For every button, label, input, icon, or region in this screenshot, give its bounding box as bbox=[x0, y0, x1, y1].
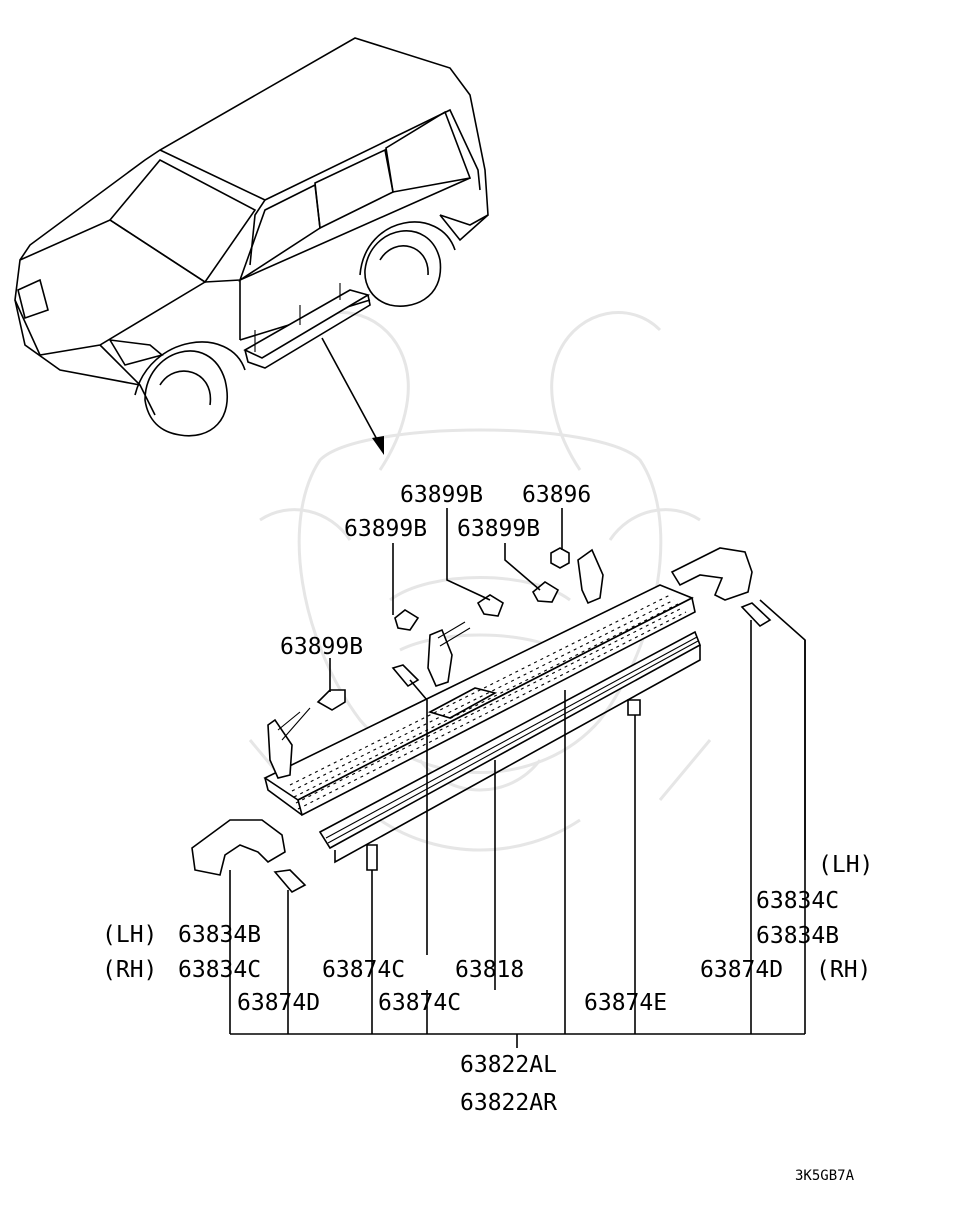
label-rh-left: (RH) bbox=[102, 957, 157, 983]
part-labels: 63899B 63896 63899B 63899B 63899B (LH) 6… bbox=[102, 482, 873, 1184]
end-cap-front bbox=[670, 547, 753, 601]
label-63899b-top: 63899B bbox=[400, 482, 483, 508]
label-63822al: 63822AL bbox=[460, 1052, 557, 1078]
label-63899b-right: 63899B bbox=[457, 516, 540, 542]
label-63874c-a: 63874C bbox=[322, 957, 405, 983]
label-63874d-right: 63874D bbox=[700, 957, 783, 983]
label-63874d-left: 63874D bbox=[237, 990, 320, 1016]
fasteners bbox=[273, 547, 772, 894]
label-63899b-left: 63899B bbox=[344, 516, 427, 542]
label-63818: 63818 bbox=[455, 957, 524, 983]
pointer-arrow bbox=[321, 337, 384, 455]
side-step-assembly bbox=[191, 547, 772, 894]
label-lh-left: (LH) bbox=[102, 922, 157, 948]
end-cap-rear bbox=[191, 819, 286, 876]
vehicle-illustration bbox=[14, 37, 489, 437]
label-63896: 63896 bbox=[522, 482, 591, 508]
label-63834c-left: 63834C bbox=[178, 957, 261, 983]
label-63834c-right: 63834C bbox=[756, 888, 839, 914]
label-63834b-left: 63834B bbox=[178, 922, 261, 948]
bracket-rear bbox=[267, 718, 293, 779]
leader-lines bbox=[229, 508, 806, 1048]
bracket-front bbox=[577, 548, 604, 605]
label-63874e: 63874E bbox=[584, 990, 667, 1016]
label-rh-right: (RH) bbox=[816, 957, 871, 983]
diagram-reference-code: 3K5GB7A bbox=[795, 1168, 855, 1184]
bracket-mid bbox=[427, 628, 453, 687]
label-63899b-low: 63899B bbox=[280, 634, 363, 660]
label-63822ar: 63822AR bbox=[460, 1090, 557, 1116]
label-63834b-right: 63834B bbox=[756, 923, 839, 949]
label-63874c-b: 63874C bbox=[378, 990, 461, 1016]
label-lh-right: (LH) bbox=[818, 852, 873, 878]
